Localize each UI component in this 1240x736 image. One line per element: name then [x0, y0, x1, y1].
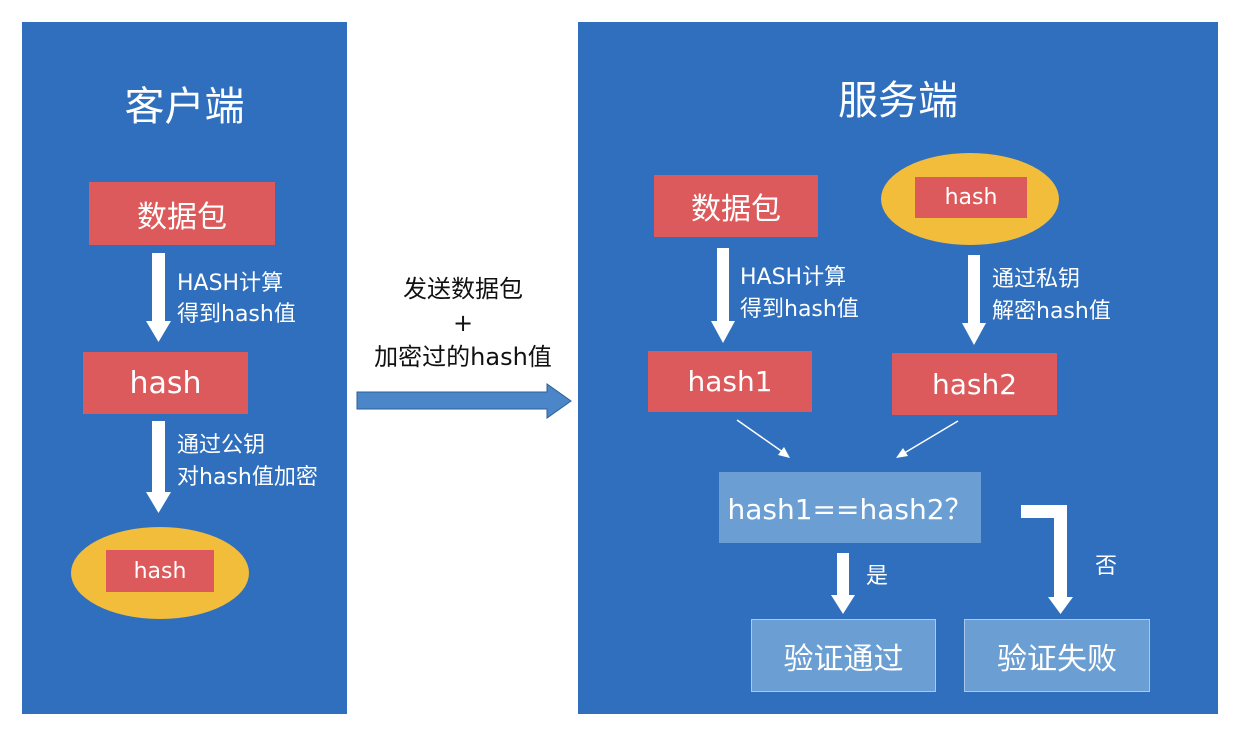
transfer-arrow	[356, 383, 572, 419]
client-title: 客户端	[124, 84, 245, 130]
server-pass-box: 验证通过	[751, 619, 936, 692]
server-down-arrow-left	[711, 248, 735, 343]
server-hash1-box: hash1	[648, 351, 812, 412]
no-elbow-arrow	[1021, 505, 1073, 614]
client-packet-box: 数据包	[89, 182, 275, 245]
server-step-right-line1: 通过私钥	[992, 267, 1081, 292]
client-down-arrow-1	[146, 253, 171, 342]
client-step2-line1: 通过公钥	[177, 433, 266, 458]
server-step-left-line2: 得到hash值	[740, 297, 859, 322]
transfer-label-line3: 加密过的hash值	[374, 343, 552, 371]
server-step-left-line1: HASH计算	[740, 265, 847, 290]
transfer-label-line1: 发送数据包	[403, 275, 523, 303]
server-encrypted-hash-box: hash	[915, 177, 1027, 218]
client-encrypted-hash-box: hash	[106, 550, 214, 592]
server-yes-label: 是	[866, 564, 889, 589]
client-down-arrow-2	[146, 421, 171, 513]
server-packet-box: 数据包	[654, 175, 818, 237]
yes-down-arrow	[831, 553, 855, 614]
client-hash-box: hash	[83, 352, 248, 414]
server-fail-box: 验证失败	[964, 619, 1150, 692]
hash1-to-compare-arrow	[736, 419, 790, 458]
transfer-label-line2: +	[452, 309, 474, 337]
server-compare-box: hash1==hash2？	[719, 472, 981, 543]
server-step-right-line2: 解密hash值	[992, 299, 1111, 324]
server-panel: 服务端 数据包 hash HASH计算 得到hash值 通过私钥 解密hash值…	[578, 22, 1218, 714]
server-title: 服务端	[838, 78, 958, 124]
client-panel: 客户端 数据包 HASH计算 得到hash值 hash 通过公钥 对hash值加…	[22, 22, 347, 714]
client-step2-line2: 对hash值加密	[177, 465, 318, 490]
server-down-arrow-right	[962, 255, 986, 345]
server-no-label: 否	[1095, 554, 1118, 579]
server-hash2-box: hash2	[892, 353, 1057, 415]
hash2-to-compare-arrow	[896, 420, 959, 458]
client-step1-line1: HASH计算	[177, 271, 284, 296]
client-step1-line2: 得到hash值	[177, 302, 296, 327]
